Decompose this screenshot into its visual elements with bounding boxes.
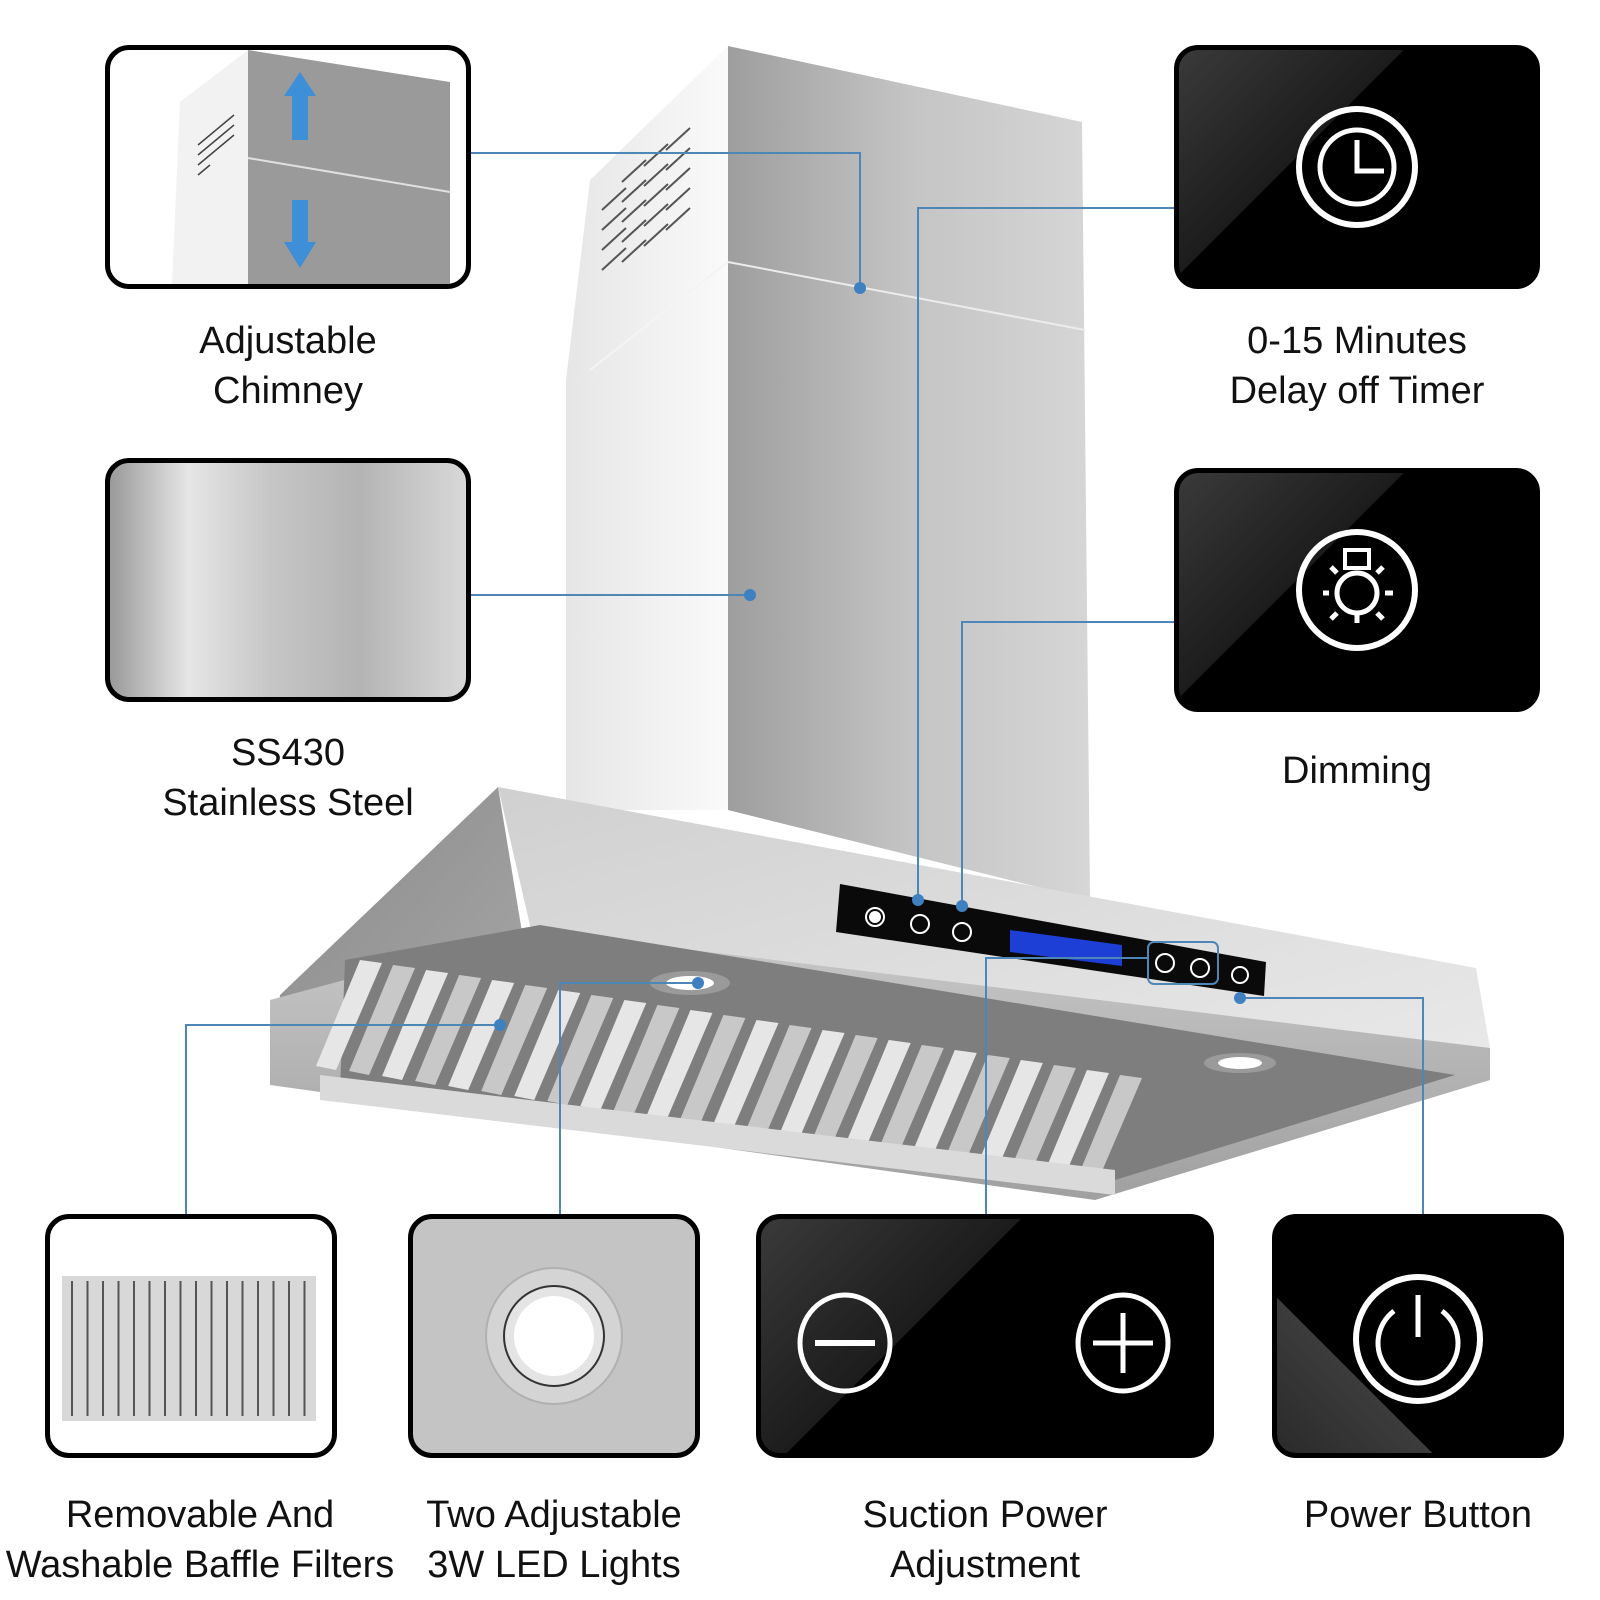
label-timer: 0-15 Minutes Delay off Timer (1229, 320, 1485, 412)
panel-light-button (865, 907, 885, 927)
card-timer (1174, 45, 1540, 289)
label-adjustable-chimney: Adjustable Chimney (199, 320, 377, 412)
baffle-slat (811, 1035, 878, 1145)
card-led-lights (408, 1214, 700, 1458)
light-bulb-icon (1296, 529, 1418, 651)
card-suction-power (756, 1214, 1214, 1458)
baffle-slat (844, 1040, 911, 1150)
label-baffle-filters: Removable And Washable Baffle Filters (5, 1494, 395, 1586)
card-dimming (1174, 468, 1540, 712)
baffle-slat (778, 1030, 845, 1140)
card-baffle-filters (45, 1214, 337, 1458)
chimney-side-face (566, 46, 728, 810)
label-led-lights: Two Adjustable 3W LED Lights (426, 1494, 682, 1586)
panel-dimming-button (952, 922, 972, 942)
plus-icon (1075, 1292, 1171, 1394)
chimney-arrows-icon (172, 50, 451, 284)
label-stainless-steel: SS430 Stainless Steel (162, 732, 414, 824)
baffle-slat (877, 1045, 944, 1155)
label-suction-power: Suction Power Adjustment (862, 1494, 1108, 1586)
baffle-slat (745, 1025, 812, 1135)
card-power-button (1272, 1214, 1564, 1458)
baffle-slat (910, 1050, 977, 1160)
panel-minus-button (1155, 953, 1175, 973)
card-adjustable-chimney (105, 45, 471, 289)
card-stainless-steel (105, 458, 471, 702)
panel-power-button (1231, 966, 1249, 984)
power-icon (1353, 1274, 1483, 1404)
label-dimming: Dimming (1282, 750, 1432, 792)
baffle-slat (712, 1020, 779, 1130)
led-light-icon (485, 1267, 623, 1405)
minus-icon (797, 1292, 893, 1394)
baffle-filter-icon (62, 1276, 316, 1421)
panel-plus-button (1190, 958, 1210, 978)
hood-front-lip (320, 1075, 1115, 1195)
brushed-steel-swatch (110, 463, 466, 697)
clock-icon (1296, 106, 1418, 228)
chimney-front-face (728, 46, 1090, 900)
label-power-button: Power Button (1303, 1494, 1533, 1536)
panel-timer-button (910, 914, 930, 934)
